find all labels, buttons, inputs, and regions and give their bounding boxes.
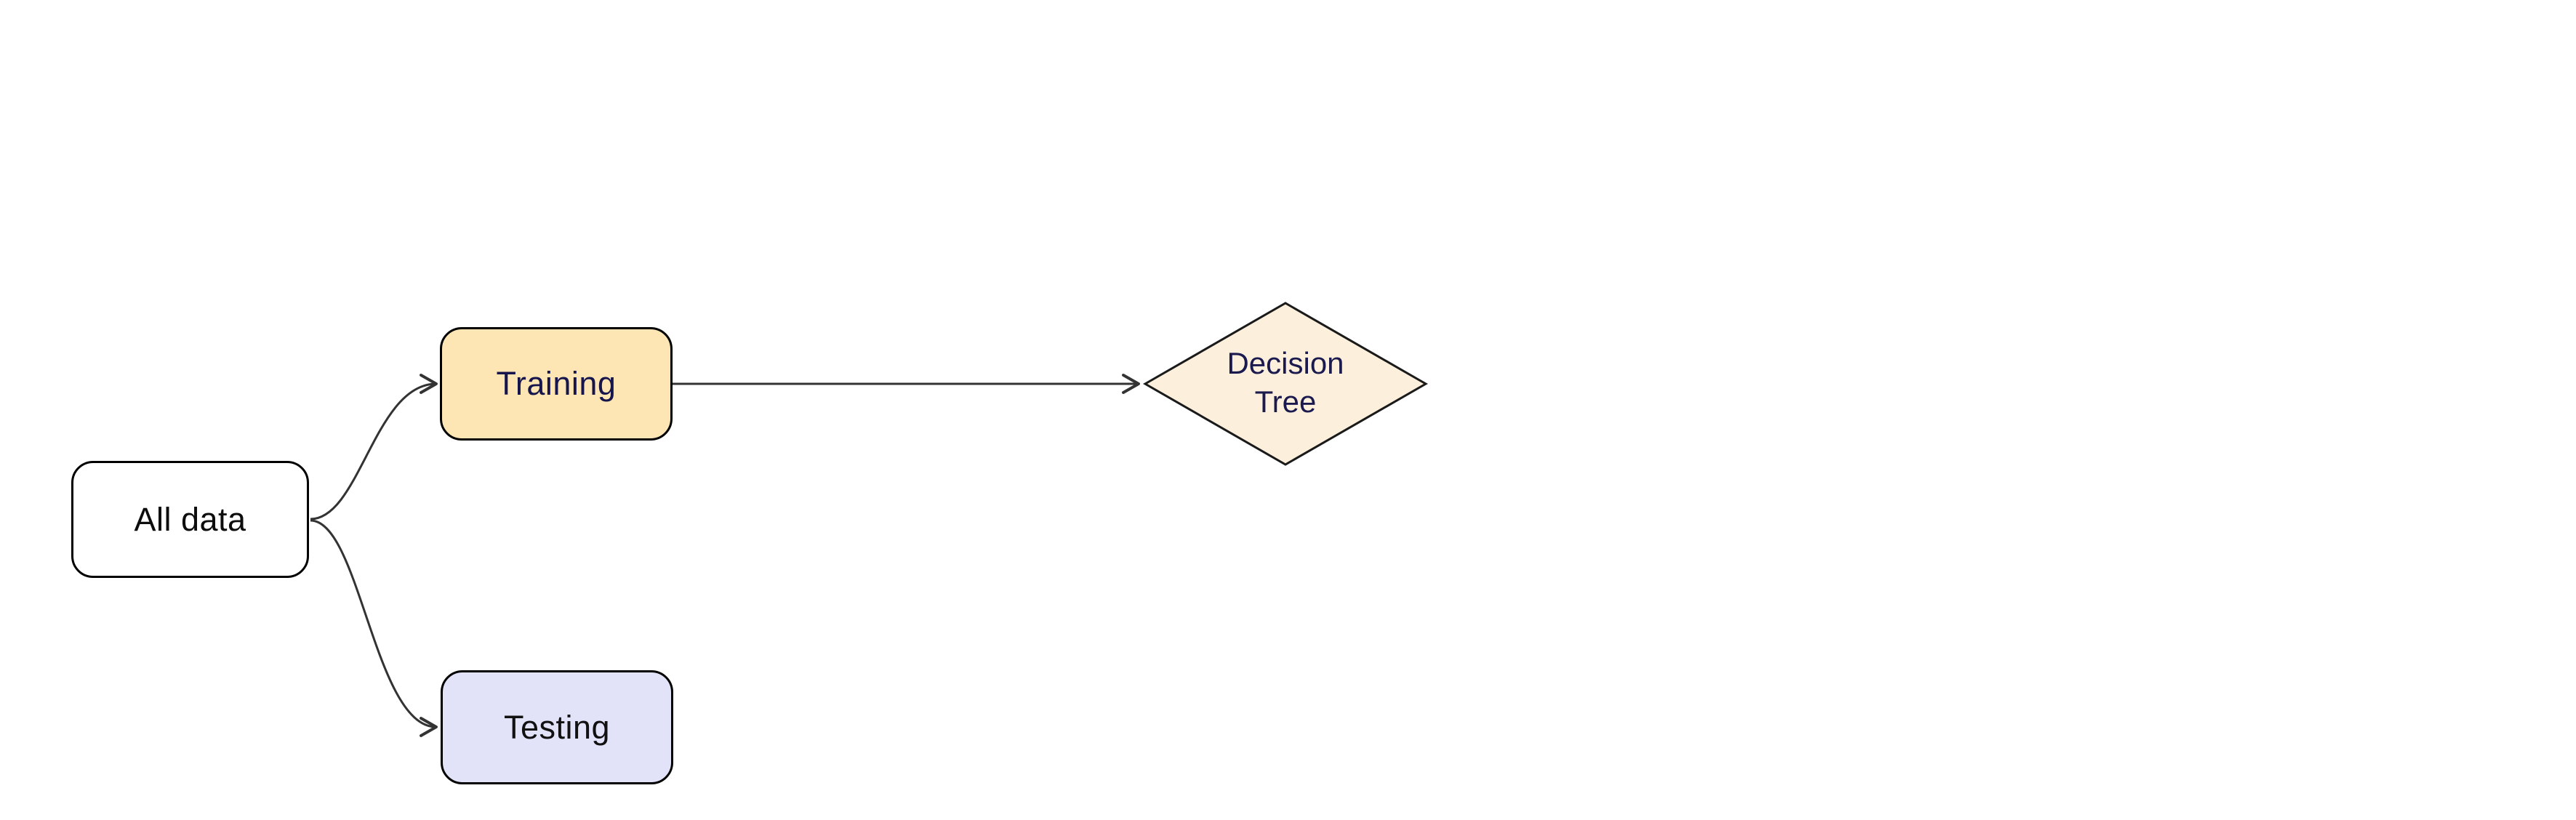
- node-all-data: All data: [71, 461, 309, 578]
- node-training: Training: [440, 327, 673, 441]
- node-training-label: Training: [496, 365, 617, 402]
- node-decision-tree-label-line1: Decision: [1227, 345, 1344, 380]
- node-testing: Testing: [441, 670, 673, 784]
- node-decision-tree-shape: [1142, 302, 1429, 466]
- node-decision-tree-label-line2: Tree: [1254, 384, 1317, 419]
- node-testing-label: Testing: [503, 708, 611, 746]
- edge-all-data-to-training: [310, 374, 438, 520]
- node-all-data-label: All data: [134, 500, 246, 538]
- node-decision-tree-label: Decision Tree: [1227, 344, 1344, 421]
- edge-all-data-to-testing: [310, 519, 438, 737]
